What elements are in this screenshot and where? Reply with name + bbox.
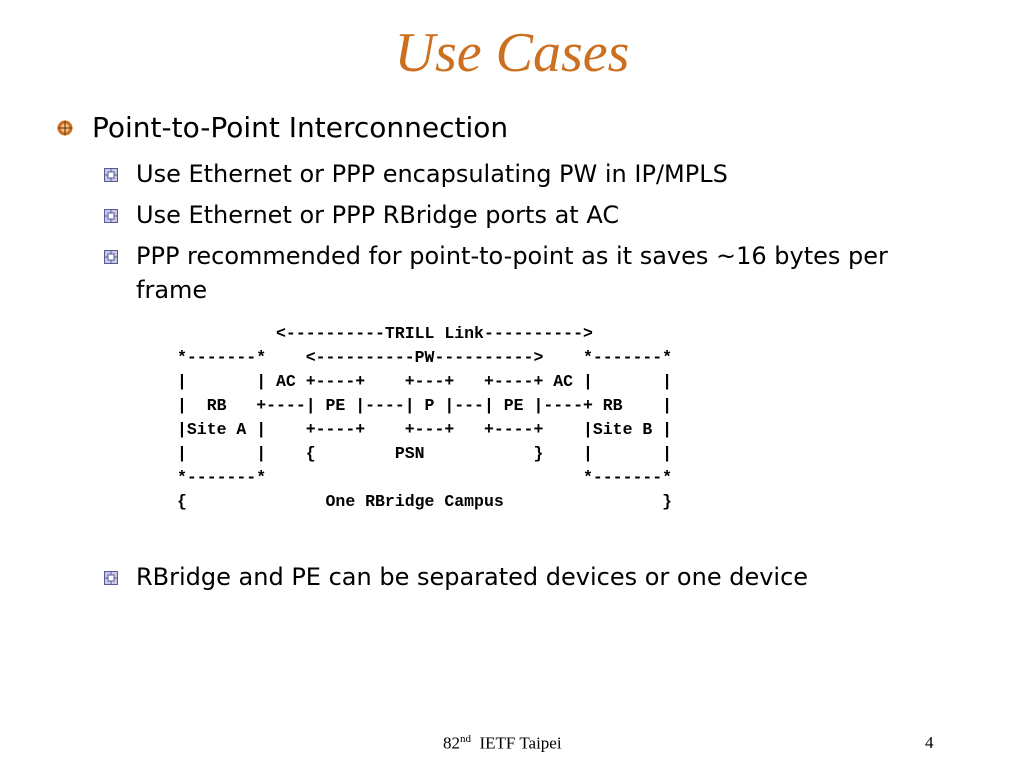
bullet-text: Use Ethernet or PPP encapsulating PW in …	[136, 160, 728, 188]
square-bullet-icon	[104, 209, 118, 223]
diagram-line: | | AC +----+ +---+ +----+ AC | |	[177, 372, 673, 391]
diagram-line: *-------* *-------*	[177, 468, 673, 487]
slide-title: Use Cases	[394, 22, 630, 84]
square-bullet-icon	[104, 168, 118, 182]
meeting-suffix: nd	[460, 733, 471, 745]
diagram-line: | RB +----| PE |----| P |---| PE |----+ …	[177, 396, 673, 415]
meeting-name: IETF Taipei	[479, 733, 562, 753]
ascii-network-diagram: <----------TRILL Link----------> *------…	[177, 322, 672, 514]
diagram-line: |Site A | +----+ +---+ +----+ |Site B |	[177, 420, 673, 439]
meeting-number: 82	[443, 733, 460, 753]
sub-bullet-rbridge-ports: Use Ethernet or PPP RBridge ports at AC	[104, 198, 954, 232]
diagram-line: { One RBridge Campus }	[177, 492, 673, 511]
bullet-point-to-point: Point-to-Point Interconnection	[57, 110, 508, 146]
bullet-text: PPP recommended for point-to-point as it…	[136, 242, 888, 304]
sub-bullet-ethernet-pw: Use Ethernet or PPP encapsulating PW in …	[104, 157, 954, 191]
diagram-line: *-------* <----------PW----------> *----…	[177, 348, 673, 367]
sub-bullet-ppp-recommended: PPP recommended for point-to-point as it…	[104, 239, 934, 307]
page-number: 4	[925, 733, 934, 752]
bullet-text: RBridge and PE can be separated devices …	[136, 563, 809, 591]
square-bullet-icon	[104, 250, 118, 264]
square-bullet-icon	[104, 571, 118, 585]
sub-bullet-rbridge-pe-separated: RBridge and PE can be separated devices …	[104, 560, 954, 594]
diagram-line: | | { PSN } | |	[177, 444, 673, 463]
footer-meeting: 82nd IETF Taipei	[443, 733, 562, 754]
bullet-text: Use Ethernet or PPP RBridge ports at AC	[136, 201, 620, 229]
circle-bullet-icon	[57, 120, 73, 136]
bullet-text: Point-to-Point Interconnection	[92, 111, 509, 144]
diagram-line: <----------TRILL Link---------->	[177, 324, 593, 343]
